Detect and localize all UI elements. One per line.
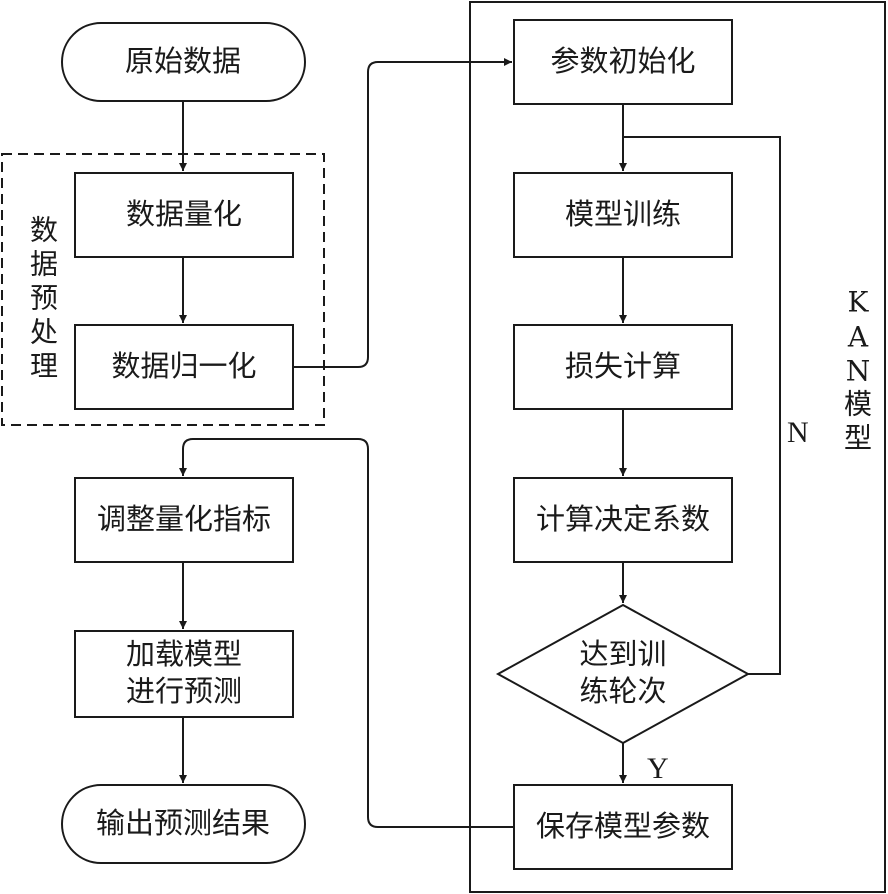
preprocess-label-char-3: 预	[30, 282, 58, 315]
svg-text:达到训: 达到训	[579, 637, 666, 671]
node-r2-calc: 计算决定系数	[513, 477, 733, 563]
node-loss-calc: 损失计算	[513, 324, 733, 410]
preprocess-label-char-1: 数	[30, 214, 58, 247]
svg-text:输出预测结果: 输出预测结果	[96, 806, 270, 840]
svg-text:进行预测: 进行预测	[126, 674, 242, 708]
arrow-normalize-to-param-init	[293, 58, 512, 368]
preprocess-group-label: 数 据 预 处 理	[30, 214, 58, 383]
node-adjust-quantization: 调整量化指标	[74, 477, 294, 563]
kan-label-char-1: K	[848, 286, 870, 319]
svg-text:保存模型参数: 保存模型参数	[536, 809, 710, 843]
kan-model-group-frame	[469, 1, 886, 893]
node-data-quantization: 数据量化	[74, 172, 294, 258]
kan-label-char-5: 型	[844, 422, 872, 455]
kan-label-char-2: A	[847, 321, 869, 354]
svg-text:练轮次: 练轮次	[579, 674, 666, 708]
preprocess-label-char-2: 据	[30, 248, 58, 281]
node-load-and-predict: 加载模型 进行预测	[74, 630, 294, 718]
kan-label-char-4: 模	[844, 388, 872, 421]
arrow-save-to-adjust	[179, 438, 514, 828]
preprocess-group-frame	[1, 153, 325, 426]
branch-label-no: N	[787, 416, 809, 449]
svg-text:模型训练: 模型训练	[565, 197, 681, 231]
node-model-training: 模型训练	[513, 172, 733, 258]
node-save-params: 保存模型参数	[513, 784, 733, 870]
svg-text:加载模型: 加载模型	[126, 637, 242, 671]
svg-text:参数初始化: 参数初始化	[550, 44, 695, 78]
svg-text:损失计算: 损失计算	[565, 349, 681, 383]
node-data-normalization: 数据归一化	[74, 324, 294, 410]
branch-label-yes: Y	[647, 752, 669, 785]
svg-text:数据量化: 数据量化	[126, 197, 242, 231]
node-raw-data: 原始数据	[61, 22, 306, 102]
node-output-result: 输出预测结果	[61, 784, 306, 864]
loop-decision-no-to-train	[623, 136, 781, 675]
svg-text:原始数据: 原始数据	[125, 44, 241, 78]
preprocess-label-char-5: 理	[30, 350, 58, 383]
svg-text:数据归一化: 数据归一化	[111, 349, 256, 383]
kan-label-char-3: N	[846, 355, 871, 388]
preprocess-label-char-4: 处	[30, 316, 58, 349]
decision-reach-epochs: 达到训 练轮次	[495, 603, 751, 745]
kan-group-label: K A N 模 型	[844, 286, 872, 455]
node-param-init: 参数初始化	[513, 19, 733, 105]
svg-text:计算决定系数: 计算决定系数	[536, 502, 710, 536]
svg-text:调整量化指标: 调整量化指标	[97, 502, 271, 536]
